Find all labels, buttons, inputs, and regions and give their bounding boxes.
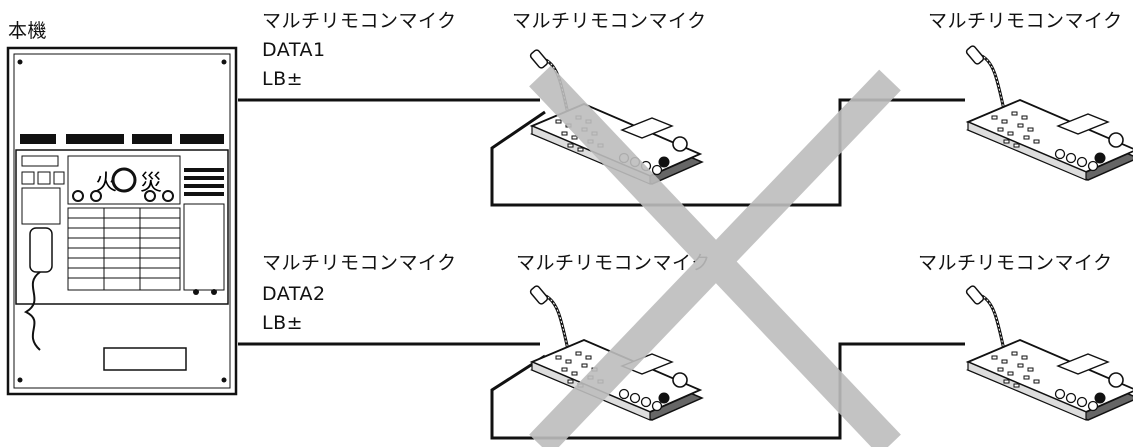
upper-right-mic-label: マルチリモコンマイク <box>928 10 1123 32</box>
upper-center-mic-label: マルチリモコンマイク <box>512 10 707 32</box>
mic-lower-right <box>963 283 1133 422</box>
upper-lb-label: LB± <box>262 68 304 90</box>
fire-char-1: 火 <box>95 171 117 196</box>
lower-line-label: マルチリモコンマイク <box>262 252 457 274</box>
fire-char-2: 災 <box>140 171 162 196</box>
upper-data-label: DATA1 <box>262 39 326 61</box>
prohibited-cross <box>529 65 901 447</box>
main-unit-panel: 火 災 <box>6 46 238 396</box>
lower-data-label: DATA2 <box>262 283 326 305</box>
lower-center-mic-label: マルチリモコンマイク <box>516 252 711 274</box>
upper-line-label: マルチリモコンマイク <box>262 10 457 32</box>
main-unit-label: 本機 <box>8 20 48 42</box>
mic-upper-right <box>963 43 1133 182</box>
lower-lb-label: LB± <box>262 312 304 334</box>
lower-right-mic-label: マルチリモコンマイク <box>918 252 1113 274</box>
